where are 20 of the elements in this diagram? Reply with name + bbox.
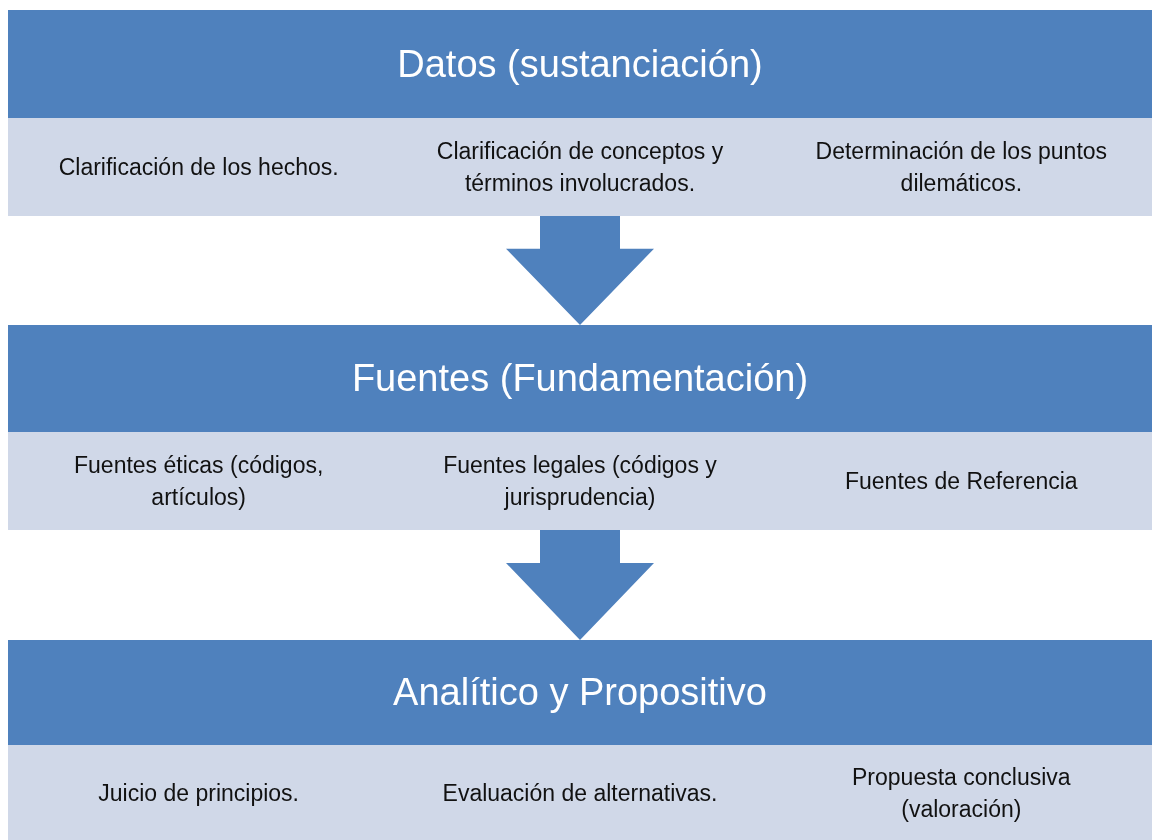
- stage-header: [8, 640, 1152, 745]
- item-text: Juicio de principios.: [97, 778, 300, 808]
- item-text: Fuentes éticas (códigos, artículos): [73, 451, 325, 512]
- block-arrow: [506, 530, 654, 640]
- stage-header: [8, 10, 1152, 118]
- item-text: Fuentes de Referencia: [843, 467, 1079, 496]
- item-band: [8, 432, 1152, 530]
- stage-title: Datos (sustanciación): [397, 41, 763, 87]
- item-text: Fuentes legales (códigos y jurisprudencia): [442, 451, 718, 512]
- item-text: Determinación de los puntos dilemáticos.: [814, 137, 1109, 198]
- item-text: Clarificación de conceptos y términos involucrados.: [435, 137, 725, 198]
- stage-title: Fuentes (Fundamentación): [351, 356, 809, 401]
- item-band: [8, 745, 1152, 840]
- item-text: Propuesta conclusiva (valoración): [851, 762, 1072, 824]
- stage-header: [8, 325, 1152, 432]
- block-arrow: [506, 216, 654, 325]
- item-band: [8, 118, 1152, 216]
- item-text: Clarificación de los hechos.: [57, 153, 340, 182]
- item-text: Evaluación de alternativas.: [441, 778, 719, 808]
- stage-title: Analítico y Propositivo: [393, 670, 767, 715]
